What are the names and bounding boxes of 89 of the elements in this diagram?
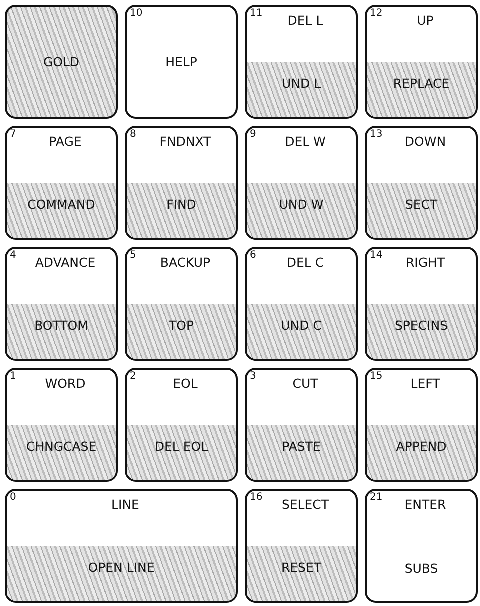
keypad-key <box>245 247 358 361</box>
key-label: UND L <box>280 76 322 91</box>
key-label: DEL C <box>286 255 326 270</box>
keypad-key <box>365 489 478 603</box>
keypad-key <box>245 489 358 603</box>
key-number: 3 <box>250 371 256 382</box>
keypad-key <box>245 368 358 482</box>
key-number: 8 <box>130 129 136 140</box>
key-label: PAGE <box>48 134 83 149</box>
key-label: UND C <box>280 318 323 333</box>
key-label: CHNGCASE <box>25 439 98 454</box>
key-number: 6 <box>250 250 256 261</box>
shaded-band <box>127 304 236 359</box>
key-number: 7 <box>10 129 16 140</box>
key-label: HELP <box>164 54 198 70</box>
keypad-key <box>5 368 118 482</box>
shaded-band <box>247 62 356 117</box>
key-number: 5 <box>130 250 136 261</box>
shaded-band <box>127 183 236 238</box>
key-number: 11 <box>250 8 263 19</box>
shaded-band <box>247 546 356 601</box>
key-number: 0 <box>10 492 16 503</box>
key-label: SECT <box>404 197 439 212</box>
key-label: DOWN <box>404 134 448 149</box>
key-label: SPECINS <box>394 318 450 333</box>
shaded-band <box>7 546 236 601</box>
key-number: 15 <box>370 371 383 382</box>
shaded-band <box>367 62 476 117</box>
key-number: 1 <box>10 371 16 382</box>
keypad-key <box>365 368 478 482</box>
shaded-band <box>367 183 476 238</box>
shaded-band <box>7 183 116 238</box>
key-label: BACKUP <box>159 255 212 270</box>
keypad-key <box>125 368 238 482</box>
key-label: LINE <box>110 497 140 512</box>
key-label: ADVANCE <box>34 255 97 270</box>
key-label: OPEN LINE <box>87 560 156 575</box>
key-label: FIND <box>166 197 198 212</box>
keypad-key <box>125 5 238 119</box>
keypad-key <box>365 5 478 119</box>
key-label: UND W <box>278 197 325 212</box>
keypad-key <box>5 5 118 119</box>
key-label: SELECT <box>280 497 330 512</box>
key-number: 2 <box>130 371 136 382</box>
keypad-key <box>5 247 118 361</box>
key-label: DEL L <box>286 13 324 28</box>
key-label: FNDNXT <box>158 134 212 149</box>
key-label: DEL W <box>284 134 327 149</box>
key-number: 21 <box>370 492 383 503</box>
keypad-key <box>5 126 118 240</box>
key-label: APPEND <box>395 439 448 454</box>
key-number: 14 <box>370 250 383 261</box>
key-label: COMMAND <box>26 197 96 212</box>
key-number: 13 <box>370 129 383 140</box>
shaded-band <box>247 425 356 480</box>
key-label: UP <box>416 13 435 28</box>
key-label: REPLACE <box>392 76 451 91</box>
key-label: SUBS <box>404 561 440 576</box>
key-label: EOL <box>172 376 199 391</box>
shaded-band <box>247 183 356 238</box>
key-label: RESET <box>280 560 323 575</box>
key-label: RIGHT <box>404 255 446 270</box>
keypad-key <box>365 126 478 240</box>
keypad-key <box>5 489 238 603</box>
key-label: BOTTOM <box>34 318 90 333</box>
key-label: LEFT <box>410 376 442 391</box>
key-number: 12 <box>370 8 383 19</box>
keypad-key <box>245 126 358 240</box>
key-label: WORD <box>44 376 87 391</box>
shaded-band <box>127 425 236 480</box>
key-label: GOLD <box>42 54 81 70</box>
shaded-band <box>367 304 476 359</box>
key-label: DEL EOL <box>154 439 210 454</box>
keypad-key <box>365 247 478 361</box>
keypad-key <box>245 5 358 119</box>
shaded-band <box>7 425 116 480</box>
keypad-key <box>125 247 238 361</box>
key-number: 16 <box>250 492 263 503</box>
keypad-key <box>125 126 238 240</box>
key-number: 4 <box>10 250 16 261</box>
key-number: 10 <box>130 8 143 19</box>
shaded-band <box>247 304 356 359</box>
shaded-band <box>7 304 116 359</box>
key-label: TOP <box>168 318 195 333</box>
key-label: ENTER <box>404 497 448 512</box>
shaded-band <box>367 425 476 480</box>
key-label: PASTE <box>281 439 322 454</box>
key-label: CUT <box>292 376 320 391</box>
key-number: 9 <box>250 129 256 140</box>
